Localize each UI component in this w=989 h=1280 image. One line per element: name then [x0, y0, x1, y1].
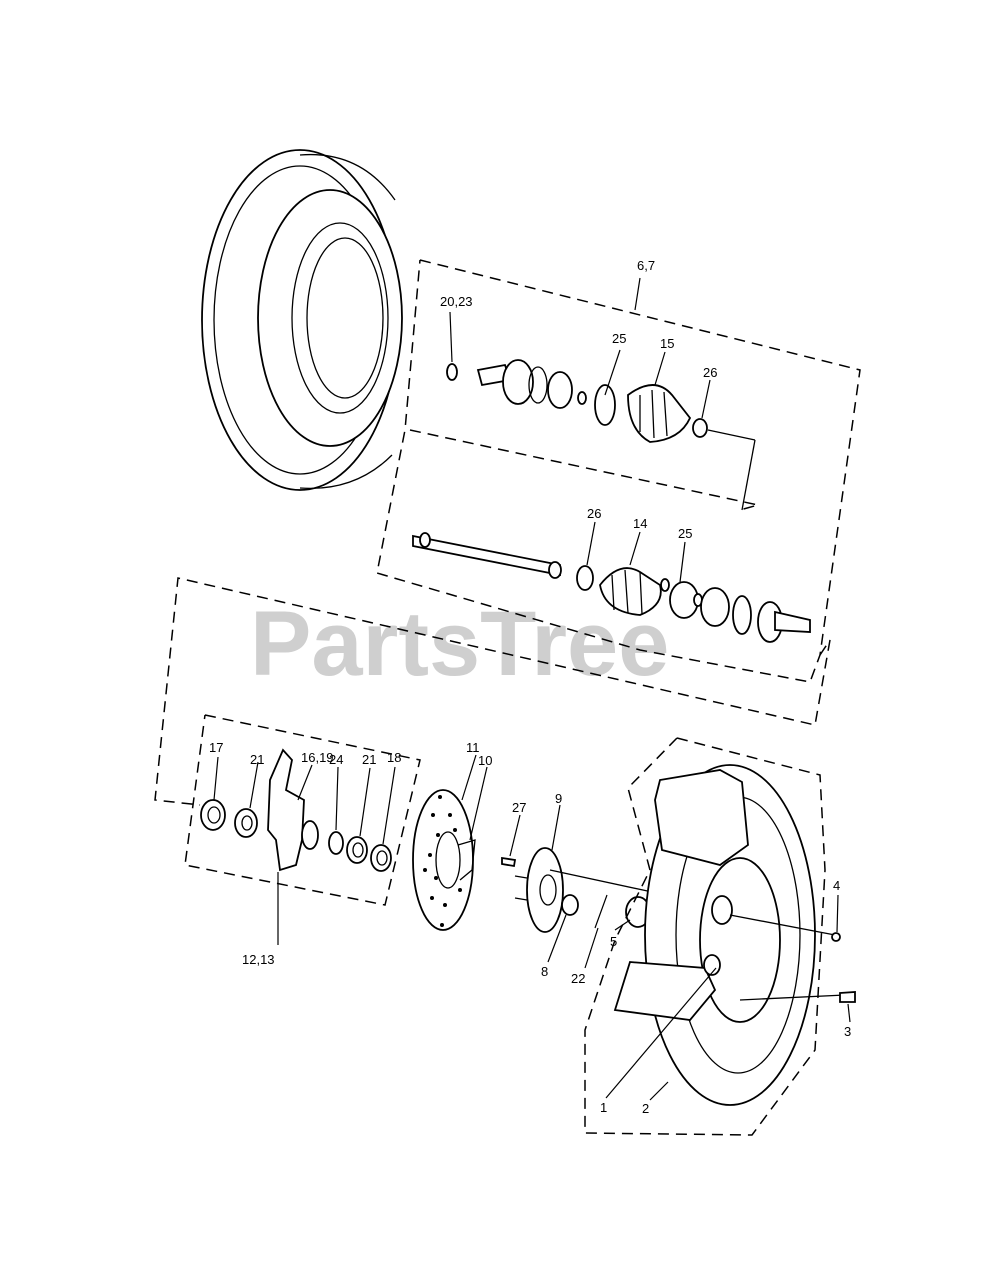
spindle-kit-outline — [184, 714, 421, 906]
callout-1: 1 — [600, 1100, 607, 1115]
front-wheel — [613, 764, 846, 1106]
hub-bolt — [501, 856, 517, 868]
callout-2: 2 — [642, 1101, 649, 1116]
lower-cv-joint-parts — [599, 567, 811, 643]
callout-25-upper: 25 — [612, 331, 626, 346]
callout-24: 24 — [329, 752, 343, 767]
callout-15: 15 — [660, 336, 674, 351]
axle-kit-outline — [376, 259, 861, 683]
callout-27: 27 — [512, 800, 526, 815]
callout-17: 17 — [209, 740, 223, 755]
cotter-pin — [594, 894, 608, 929]
callout-16-19: 16,19 — [301, 750, 334, 765]
callout-9: 9 — [555, 791, 562, 806]
callout-26-upper: 26 — [703, 365, 717, 380]
callout-14: 14 — [633, 516, 647, 531]
callout-22: 22 — [571, 971, 585, 986]
callout-25-lower: 25 — [678, 526, 692, 541]
spindle-bearing-parts — [200, 748, 392, 872]
callout-11: 11 — [466, 740, 480, 755]
callout-10: 10 — [478, 753, 492, 768]
wheel-assembly-outline — [584, 737, 826, 1136]
callout-4: 4 — [833, 878, 840, 893]
axle-nut — [561, 894, 579, 916]
callout-26-lower: 26 — [587, 506, 601, 521]
callout-18: 18 — [387, 750, 401, 765]
upper-cv-joint-parts — [446, 359, 756, 511]
callout-6-7: 6,7 — [637, 258, 655, 273]
callout-20-23: 20,23 — [440, 294, 473, 309]
wheel-stud — [839, 991, 856, 1003]
callout-21-right: 21 — [362, 752, 376, 767]
watermark-text: PartsTree — [250, 593, 669, 695]
callout-12-13: 12,13 — [242, 952, 275, 967]
callout-5: 5 — [610, 934, 617, 949]
brake-disc — [412, 789, 476, 931]
axle-shaft — [412, 532, 594, 591]
lug-nut — [831, 932, 841, 942]
upper-tire — [201, 149, 403, 491]
callout-8: 8 — [541, 964, 548, 979]
callout-3: 3 — [844, 1024, 851, 1039]
callout-21-left: 21 — [250, 752, 264, 767]
